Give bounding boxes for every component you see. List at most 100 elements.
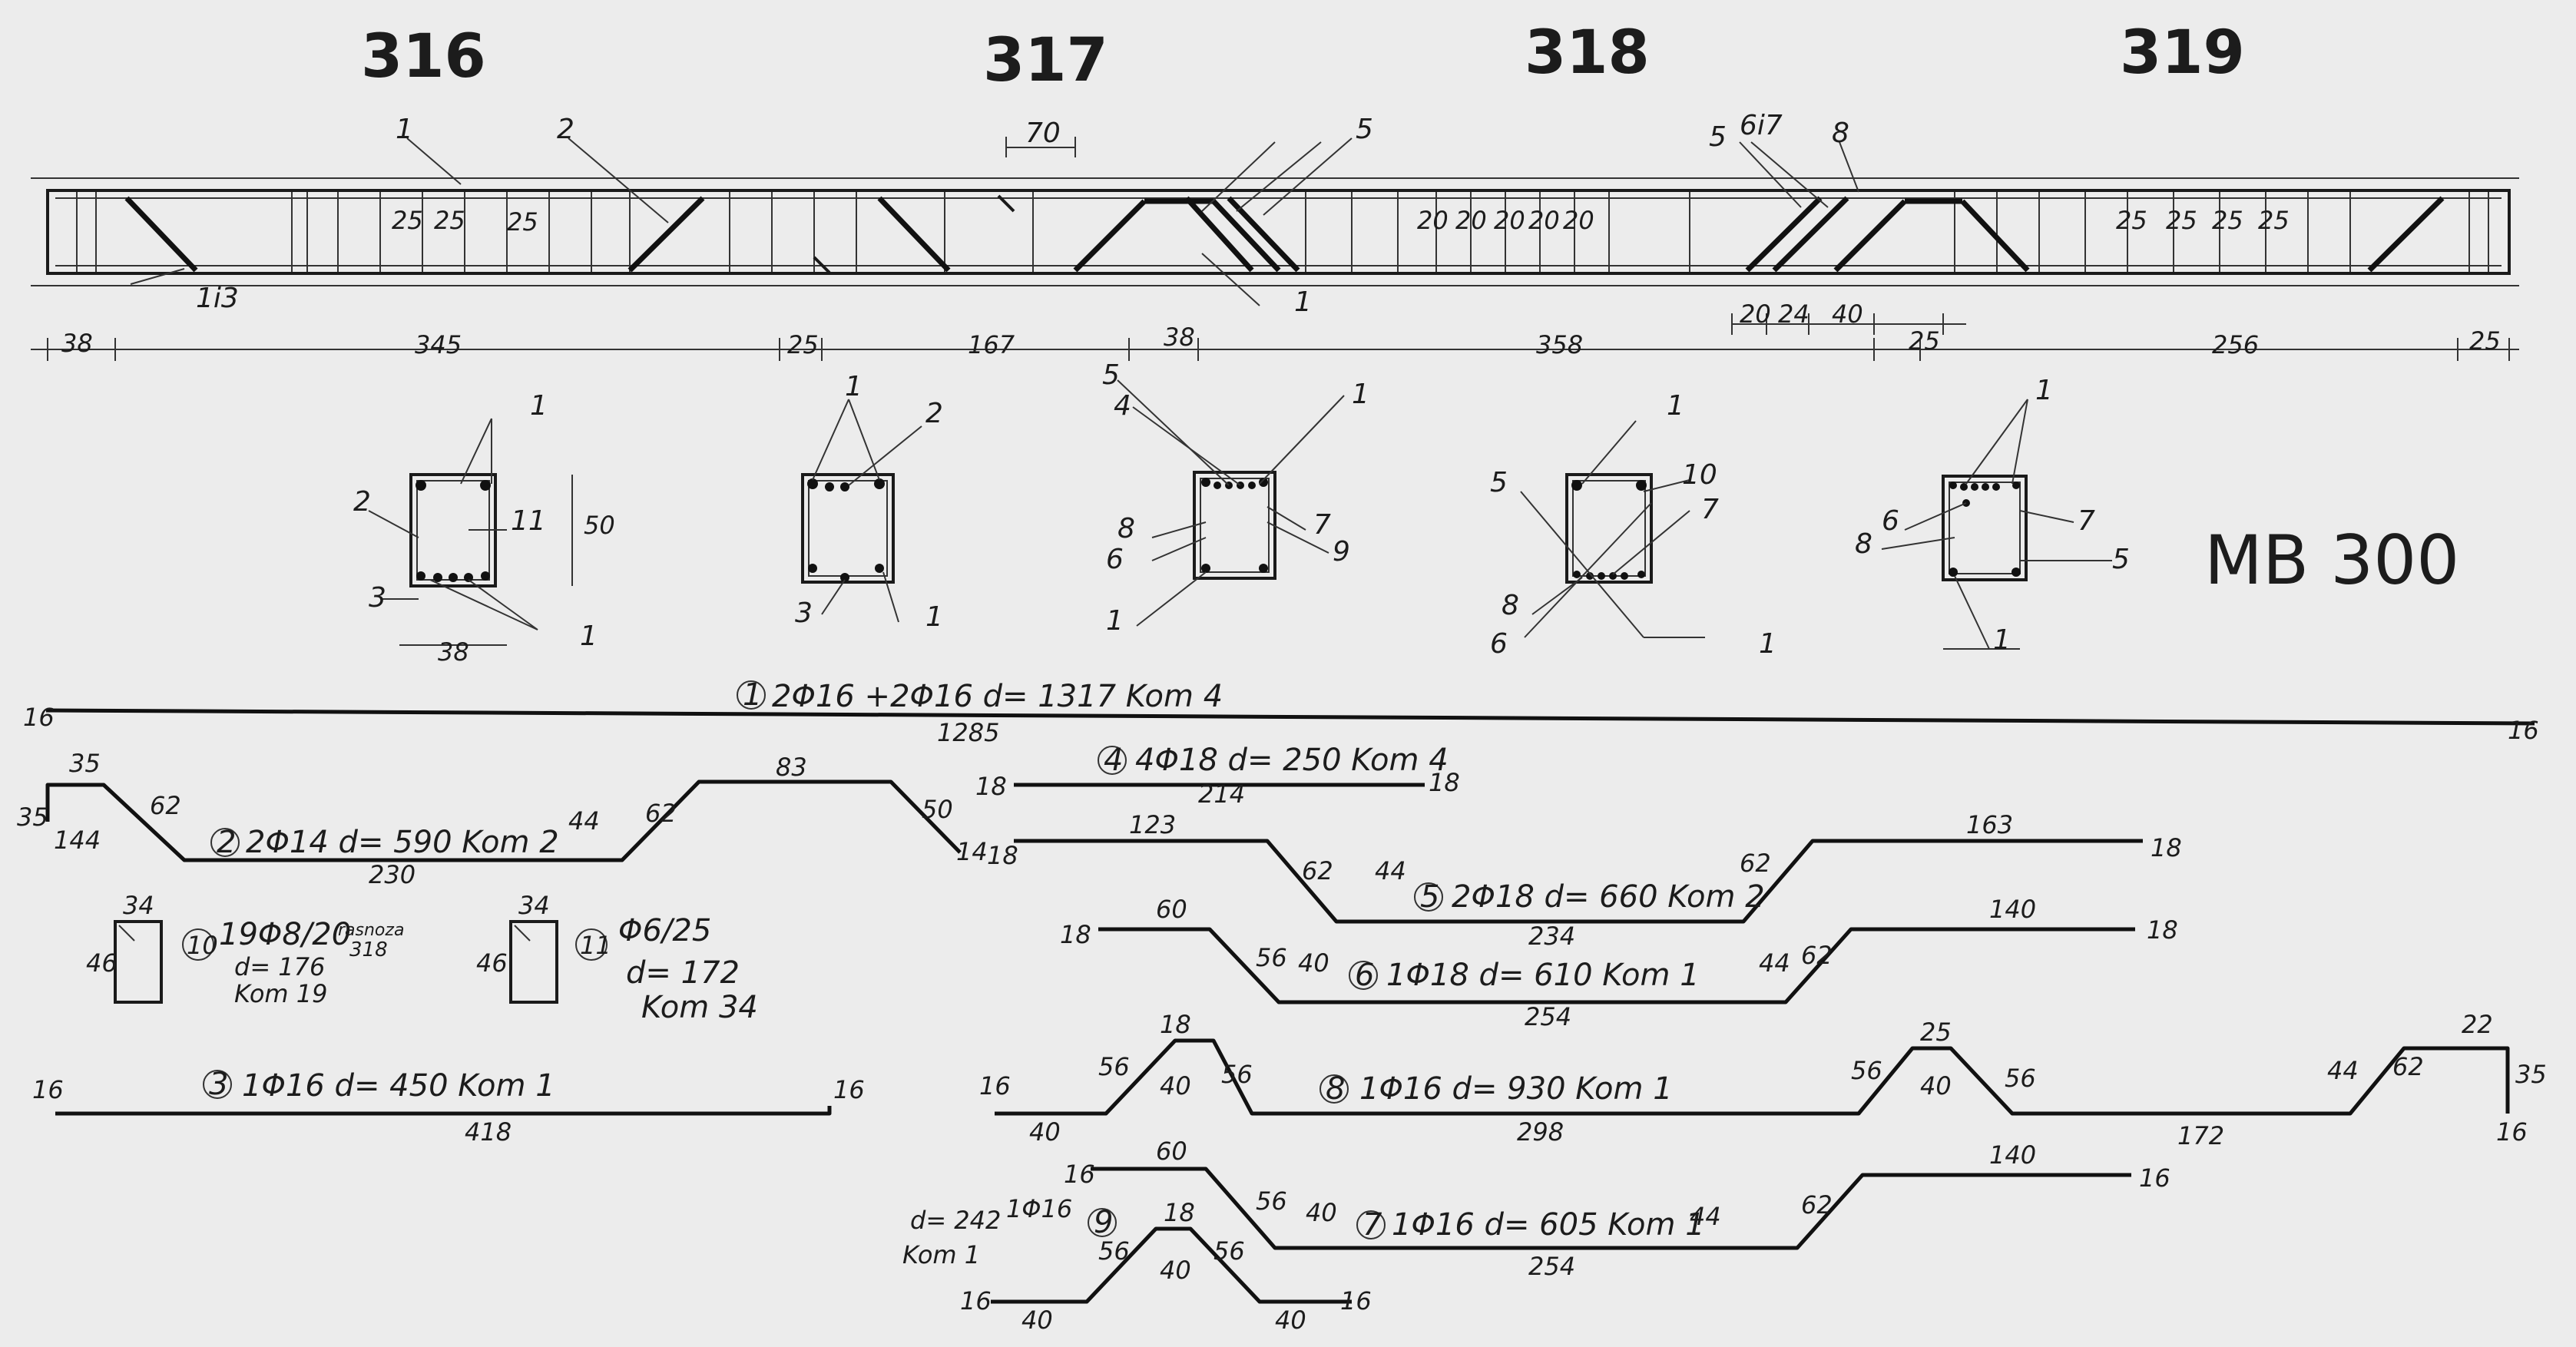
bar-dim: 25 xyxy=(1920,1018,1952,1047)
bar-dim: 60 xyxy=(1156,1137,1187,1166)
bar-dim: 56 xyxy=(1221,1060,1253,1089)
section-leader: 9 xyxy=(1333,536,1350,568)
bar-dim: 214 xyxy=(1198,779,1245,809)
dimension-label: 25 xyxy=(1909,326,1940,356)
bent-bars-elevation xyxy=(124,194,2445,274)
cross-section: 1 2 11 3 1 50 38 xyxy=(353,390,615,667)
bar-dim: 44 xyxy=(568,806,600,836)
bar-dim: 18 xyxy=(987,841,1018,870)
element-mark: MB 300 xyxy=(2204,521,2459,600)
bar-spec: 1Φ16 xyxy=(1006,1194,1072,1223)
bar-number: 1 xyxy=(743,677,762,713)
bar-dim: 83 xyxy=(776,753,807,782)
bar-dim: 16 xyxy=(32,1075,64,1104)
bar-dim: 56 xyxy=(1098,1236,1130,1266)
bar-dim: 16 xyxy=(833,1075,865,1104)
bar-mark: 1i3 xyxy=(196,283,239,314)
bar-number: 6 xyxy=(1355,958,1374,993)
cross-sections: 1 2 11 3 1 50 38 1 2 3 1 xyxy=(353,359,2130,667)
cross-section: 5 4 1 8 6 7 9 1 xyxy=(1102,359,1369,637)
bar-dim: 46 xyxy=(476,948,508,978)
bar-dim: 163 xyxy=(1966,810,2013,839)
bar-number: 10 xyxy=(187,931,218,960)
stirrup-spacing: 20 xyxy=(1494,206,1525,235)
bar-mark: 6i7 xyxy=(1740,110,1783,141)
section-leader: 1 xyxy=(1667,390,1684,422)
dimension-label: 25 xyxy=(787,330,819,359)
section-dim: 50 xyxy=(584,511,615,540)
bar-dim: 44 xyxy=(1375,856,1406,885)
bar-dim: 16 xyxy=(979,1071,1011,1100)
bar-spec: 2Φ18 d= 660 Kom 2 xyxy=(1452,879,1765,915)
bar-dim: 56 xyxy=(1098,1052,1130,1081)
dimension-ticks xyxy=(47,313,2510,361)
bar-dim: 56 xyxy=(2005,1064,2036,1093)
stirrup-spacing: 25 xyxy=(2166,206,2197,235)
bar-dim: 18 xyxy=(1164,1198,1195,1227)
bar-extra: Kom 19 xyxy=(234,979,327,1008)
stirrups xyxy=(76,192,2489,272)
bar-number: 9 xyxy=(1094,1205,1113,1240)
bar-note: rasnoza xyxy=(338,921,404,940)
bar-spec: Φ6/25 xyxy=(618,913,711,948)
bar-dim: 123 xyxy=(1129,810,1176,839)
bar-7: 7 1Φ16 d= 605 Kom 1 16 60 56 40 254 44 6… xyxy=(1064,1137,2170,1281)
bar-dim: 62 xyxy=(150,791,181,820)
bar-dim: 62 xyxy=(1740,849,1771,878)
bar-dim: 144 xyxy=(54,826,101,855)
bar-dim: 16 xyxy=(2508,716,2539,745)
section-leader: 1 xyxy=(530,390,548,422)
section-leader: 7 xyxy=(2078,505,2095,537)
span-label: 318 xyxy=(1525,18,1650,88)
section-leader: 8 xyxy=(1855,528,1872,560)
bar-dim: 40 xyxy=(1160,1256,1191,1285)
dimension-label: 20 xyxy=(1740,300,1771,329)
bar-dim: 62 xyxy=(1302,856,1333,885)
bar-dim: 298 xyxy=(1517,1117,1564,1147)
section-leader: 8 xyxy=(1502,590,1519,621)
section-leader: 8 xyxy=(1117,513,1135,544)
span-label: 316 xyxy=(361,22,486,91)
bar-spec: 2Φ16 +2Φ16 d= 1317 Kom 4 xyxy=(772,679,1223,714)
bar-dim: 46 xyxy=(86,948,118,978)
bar-dim: 40 xyxy=(1306,1198,1337,1227)
bar-dim: 62 xyxy=(2392,1052,2424,1081)
dimension-label: 167 xyxy=(968,330,1015,359)
stirrup-spacing: 20 xyxy=(1455,206,1487,235)
section-leader: 3 xyxy=(795,597,813,629)
dimension-label: 40 xyxy=(1832,300,1863,329)
stirrup-spacing: 25 xyxy=(2258,206,2290,235)
cross-section: 1 5 10 7 8 6 1 xyxy=(1490,390,1776,660)
span-labels: 316 317 318 319 xyxy=(361,18,2245,95)
bar-dim: 18 xyxy=(1060,920,1091,949)
stirrup-sketch xyxy=(114,920,163,1004)
section-leader: 7 xyxy=(1701,494,1719,525)
dimension-label: 24 xyxy=(1778,300,1809,329)
bar-mark: 70 xyxy=(1025,117,1061,149)
dimension-label: 38 xyxy=(61,329,93,358)
cross-section: 1 2 3 1 xyxy=(795,371,943,633)
bar-mark: 5 xyxy=(1709,121,1727,153)
bar-dim: 18 xyxy=(2147,915,2178,945)
bar-9: 9 1Φ16 d= 242 Kom 1 18 56 56 40 16 40 40… xyxy=(902,1194,1372,1335)
bar-number: 3 xyxy=(209,1067,228,1102)
bar-dim: 56 xyxy=(1214,1236,1245,1266)
bar-4: 4 4Φ18 d= 250 Kom 4 18 214 18 xyxy=(975,743,1460,809)
bar-dim: 418 xyxy=(465,1117,512,1147)
bar-number: 4 xyxy=(1104,743,1123,778)
bar-dim: 62 xyxy=(1801,1190,1833,1220)
stirrup-spacing: 25 xyxy=(2116,206,2147,235)
bar-spec: 1Φ16 d= 450 Kom 1 xyxy=(242,1068,555,1104)
bar-dim: 18 xyxy=(1160,1010,1191,1039)
stirrup-spacing: 25 xyxy=(392,206,423,235)
bar-dim: 18 xyxy=(2151,833,2182,862)
section-leader: 5 xyxy=(1490,467,1508,498)
bar-dim: 56 xyxy=(1256,943,1287,972)
section-dim: 38 xyxy=(438,637,469,667)
span-label: 319 xyxy=(2120,18,2245,88)
bar-number: 7 xyxy=(1362,1207,1382,1243)
bar-dim: 140 xyxy=(1989,895,2036,924)
bar-dim: 44 xyxy=(1759,948,1790,978)
bar-number: 8 xyxy=(1326,1071,1345,1107)
section-leader: 5 xyxy=(1102,359,1120,391)
